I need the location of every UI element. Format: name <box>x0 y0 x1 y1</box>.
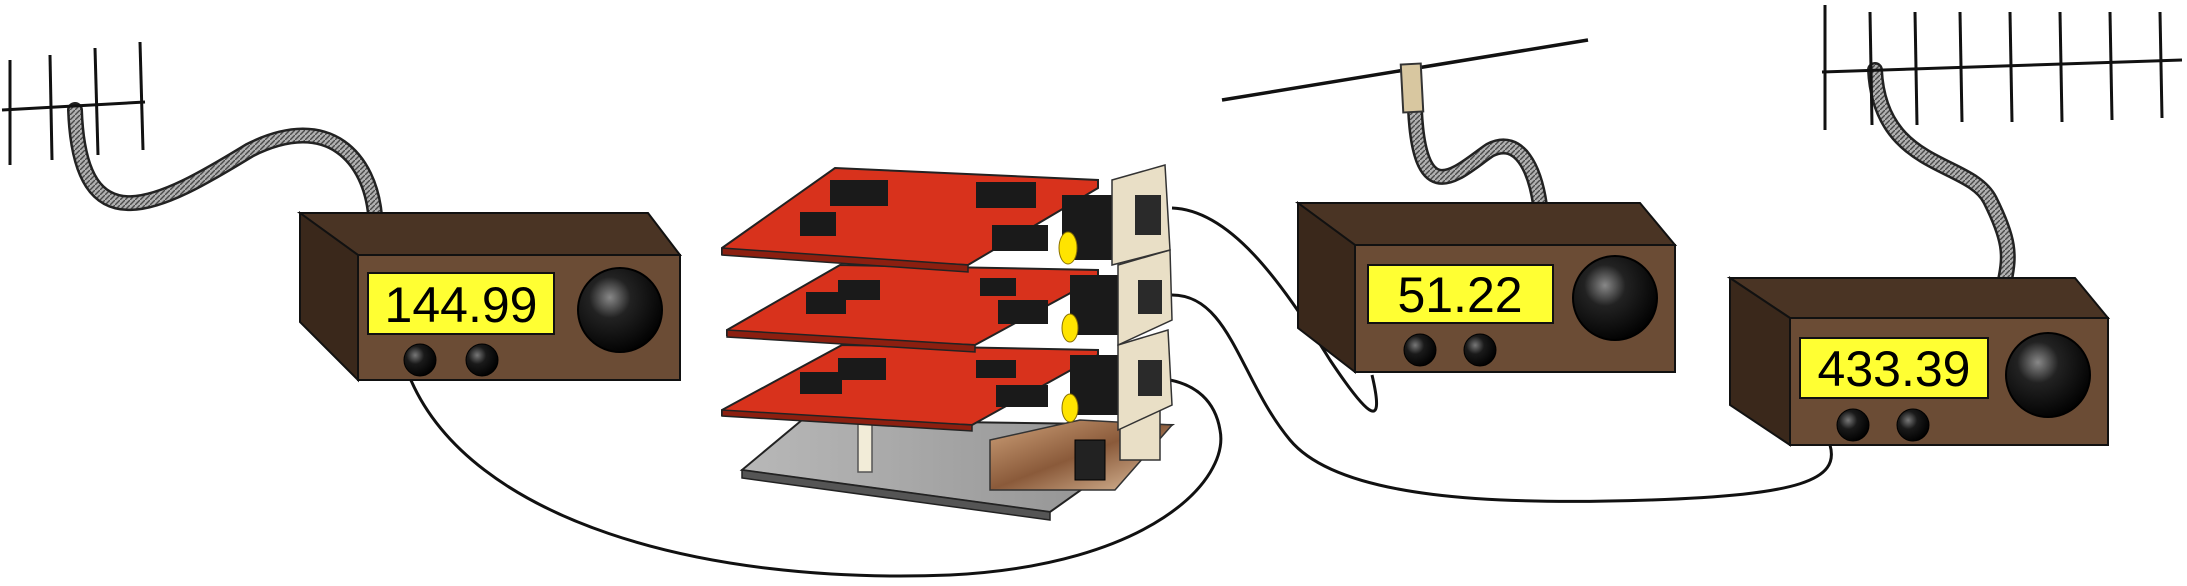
dipole-antenna-icon <box>1221 38 1589 114</box>
cable-left-radio-to-stack <box>408 377 1223 578</box>
control-knob <box>1403 333 1437 367</box>
control-knob <box>465 343 499 377</box>
control-knob <box>1836 408 1870 442</box>
pcb-board <box>721 164 1171 273</box>
led <box>1061 393 1079 423</box>
coax-cable-icon <box>1407 102 1548 213</box>
control-knob <box>1896 408 1930 442</box>
pcb-board <box>726 249 1173 353</box>
led <box>1061 313 1079 343</box>
signal-cables <box>408 206 1833 578</box>
pcb-board <box>721 329 1173 432</box>
cable-stack-to-middle-radio <box>1171 206 1379 413</box>
coax-cable-icon <box>67 102 383 223</box>
frequency-readout: 51.22 <box>1397 267 1522 323</box>
frequency-display <box>1367 264 1554 324</box>
frequency-readout: 144.99 <box>385 277 538 333</box>
radio-transceiver-icon: 144.99 <box>296 211 683 383</box>
yagi-antenna-icon <box>1821 5 2183 130</box>
radio-transceiver-icon: 51.22 <box>1294 201 1678 375</box>
yagi-antenna-icon <box>1 41 146 165</box>
coax-cable-icon <box>1867 62 2016 288</box>
tuning-knob <box>1572 255 1658 341</box>
coax-cables <box>67 62 2016 288</box>
cable-stack-to-right-radio <box>1171 293 1833 503</box>
frequency-display <box>367 272 555 335</box>
frequency-display <box>1799 337 1989 399</box>
control-knob <box>403 343 437 377</box>
control-knob <box>1463 333 1497 367</box>
tuning-knob <box>577 267 663 353</box>
led <box>1058 231 1078 265</box>
radio-transceiver-icon: 433.39 <box>1726 276 2111 447</box>
pcb-stack-icon <box>721 164 1176 521</box>
tuning-knob <box>2005 332 2091 418</box>
frequency-readout: 433.39 <box>1818 341 1971 397</box>
